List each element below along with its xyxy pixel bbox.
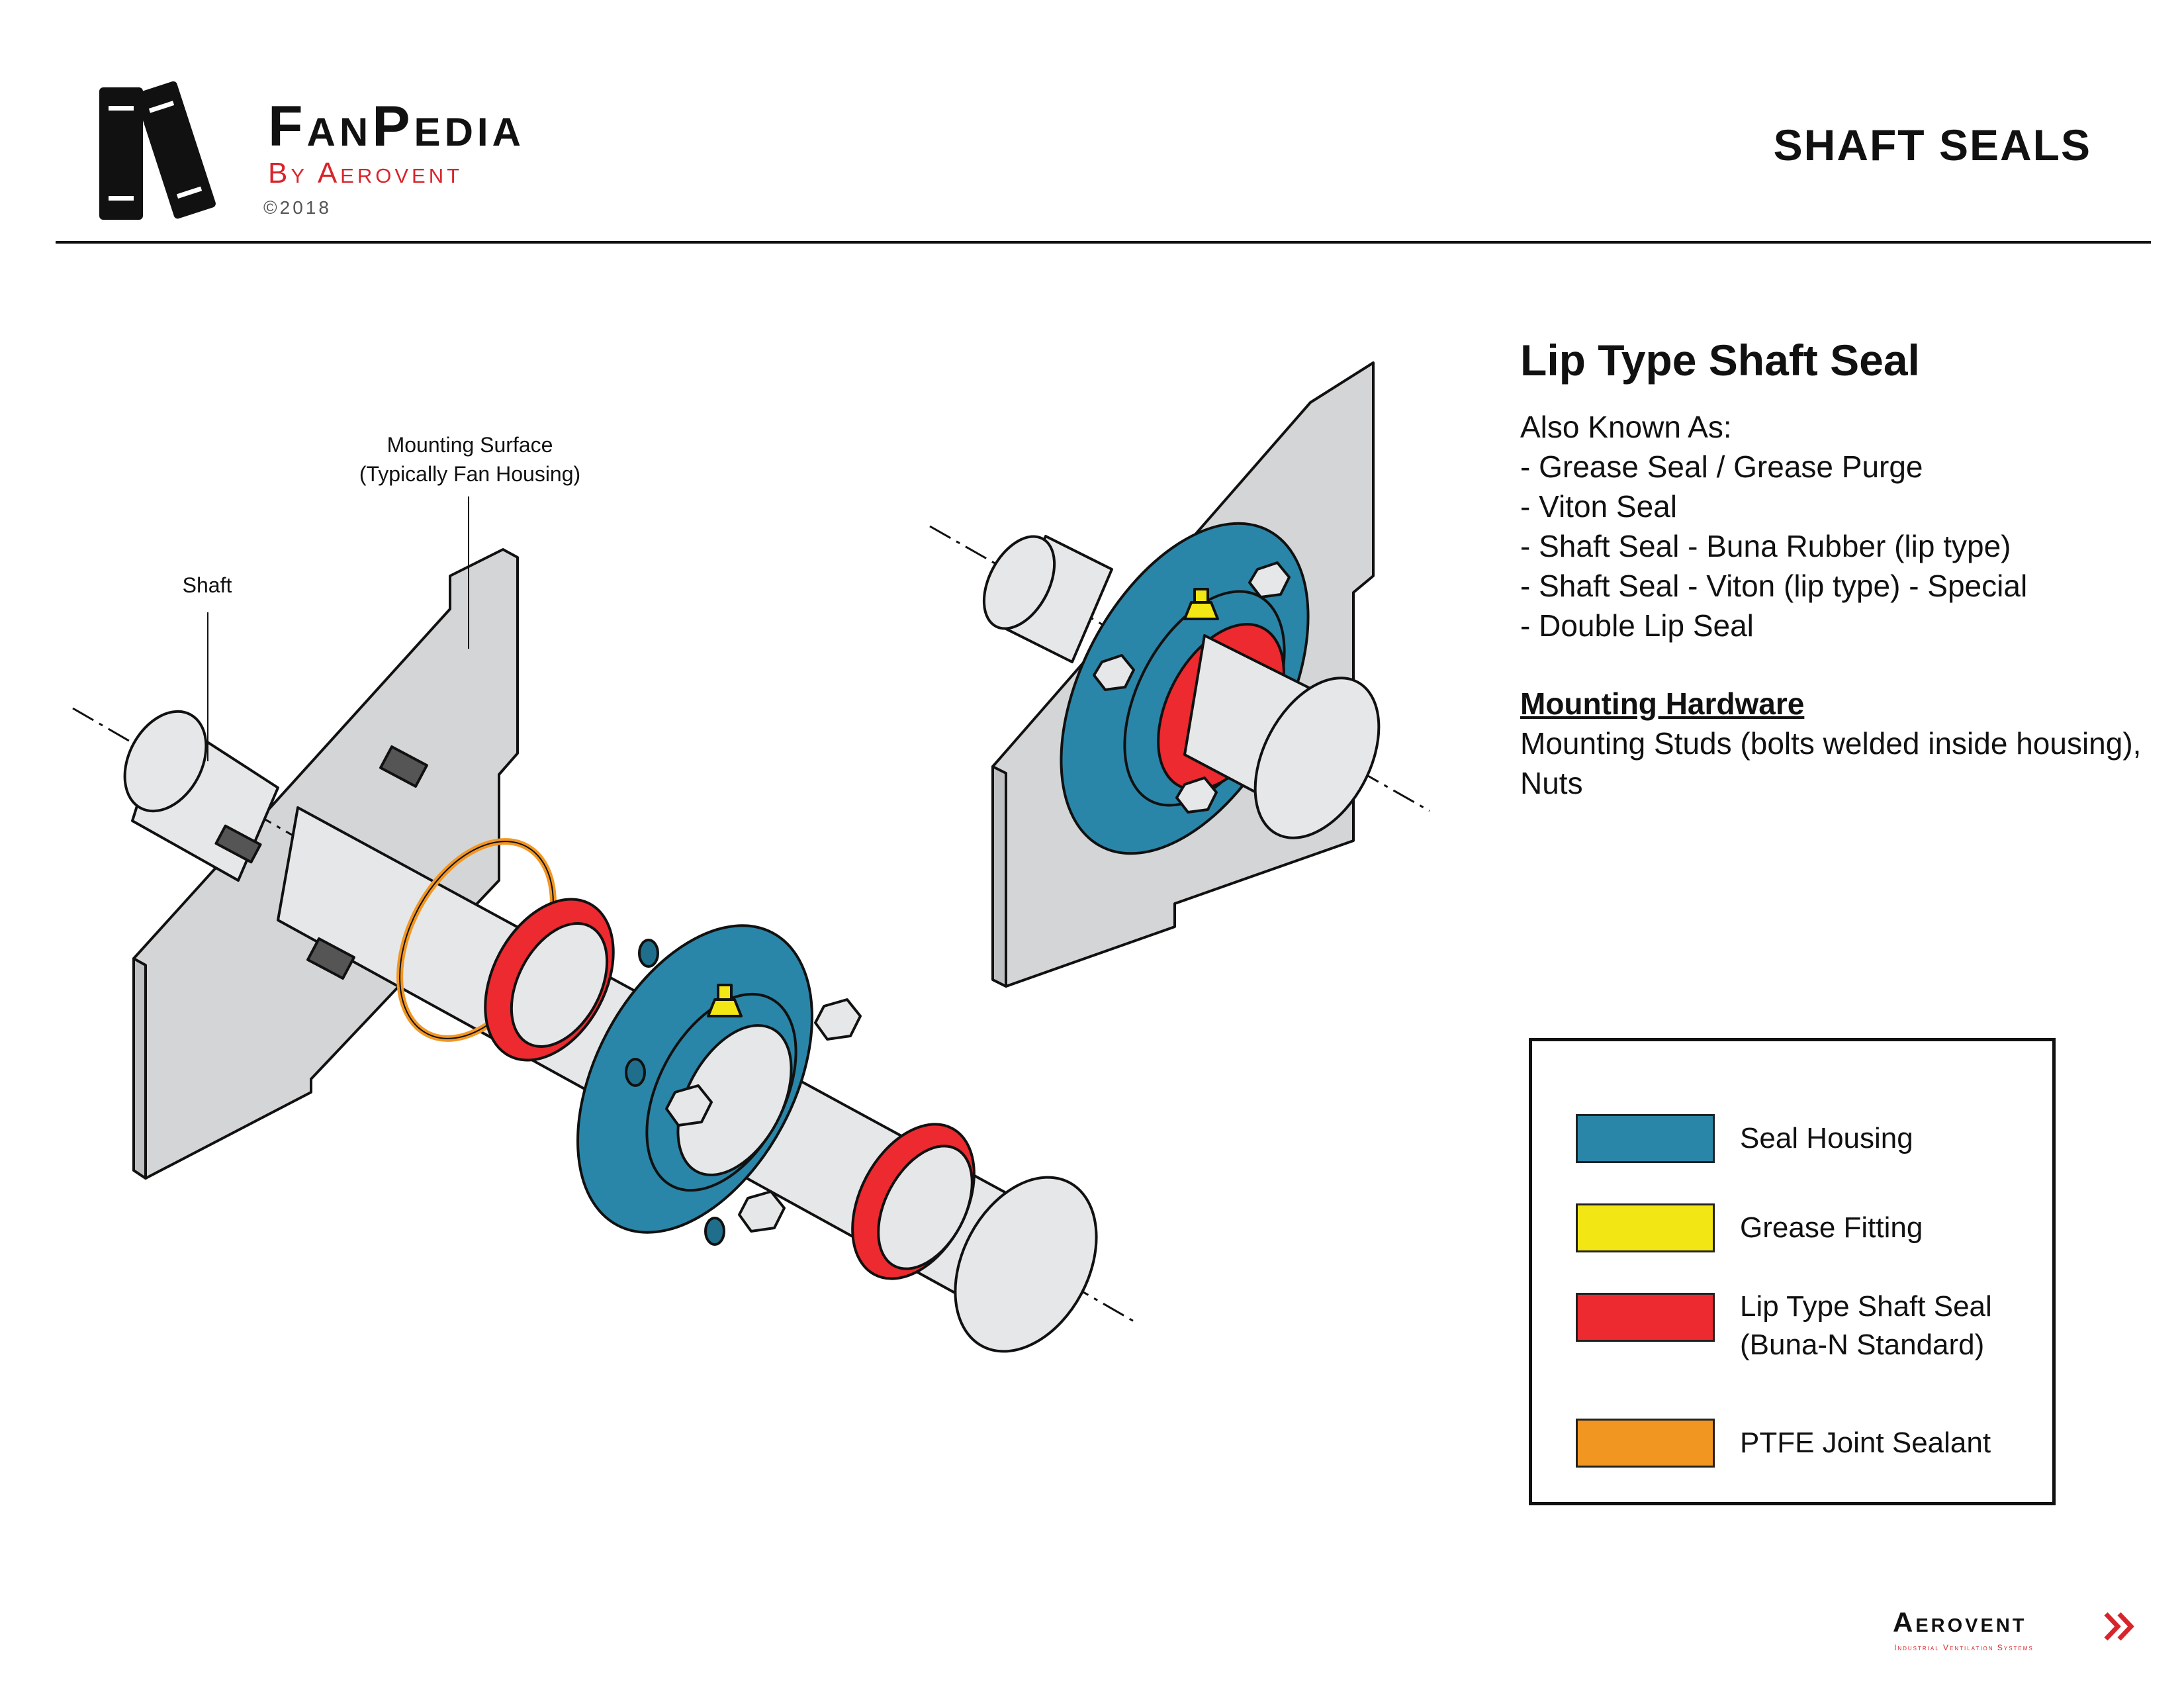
shaft-assembled [1183, 634, 1381, 839]
legend-swatch [1576, 1419, 1715, 1468]
nuts-exploded [665, 998, 862, 1233]
page-title: SHAFT SEALS [1773, 120, 2091, 169]
grease-fitting-assembled [1183, 588, 1219, 620]
legend-label-secondary: (Buna-N Standard) [1740, 1329, 1985, 1361]
fanpedia-books-logo [99, 81, 216, 220]
brand-subtitle: By Aerovent [268, 157, 463, 189]
aka-item: - Shaft Seal - Viton (lip type) - Specia… [1520, 568, 2028, 603]
info-panel: Lip Type Shaft Seal Also Known As: - Gre… [1520, 336, 2182, 803]
legend-swatch [1576, 1293, 1715, 1342]
chevron-right-icon [2104, 1612, 2134, 1641]
shaft-seal-illustration [72, 361, 1430, 1353]
legend-swatch [1576, 1114, 1715, 1163]
exploded-view [72, 548, 1139, 1353]
legend-label: Grease Fitting [1740, 1211, 1923, 1244]
grease-fitting-exploded [707, 984, 743, 1017]
mounting-hardware-heading: Mounting Hardware [1520, 686, 1805, 721]
brand-title: FanPedia [268, 95, 525, 158]
footer-tagline: Industrial Ventilation Systems [1894, 1643, 2034, 1652]
legend-swatch [1576, 1203, 1715, 1252]
mounting-hardware-text: Nuts [1520, 765, 1583, 800]
lip-seal-upper [484, 898, 615, 1062]
footer-brand-name: Aerovent [1893, 1607, 2027, 1638]
legend: Seal Housing Grease Fitting Lip Type Sha… [1529, 1038, 2056, 1505]
mounting-surface-sublabel: (Typically Fan Housing) [359, 462, 581, 486]
legend-label: Seal Housing [1740, 1122, 1913, 1154]
header-divider [56, 241, 2151, 244]
assembled-view [929, 361, 1430, 988]
mounting-hardware-text: Mounting Studs (bolts welded inside hous… [1520, 726, 2142, 761]
copyright: ©2018 [263, 197, 332, 218]
mounting-surface-label: Mounting Surface [387, 433, 553, 457]
legend-label: Lip Type Shaft Seal [1740, 1290, 1992, 1323]
aka-heading: Also Known As: [1520, 409, 1732, 444]
aerovent-footer-logo: Aerovent Industrial Ventilation Systems [1893, 1609, 2138, 1668]
nuts-assembled [1093, 561, 1291, 814]
studs [214, 745, 428, 980]
seal-housing-exploded [576, 924, 813, 1246]
lip-seal-lower [851, 1123, 976, 1280]
info-title: Lip Type Shaft Seal [1520, 336, 1920, 385]
legend-label: PTFE Joint Sealant [1740, 1427, 1991, 1459]
aka-item: - Double Lip Seal [1520, 608, 1754, 643]
aka-item: - Viton Seal [1520, 489, 1677, 524]
shaft-label: Shaft [182, 573, 232, 597]
aka-item: - Grease Seal / Grease Purge [1520, 449, 1923, 484]
aka-item: - Shaft Seal - Buna Rubber (lip type) [1520, 528, 2011, 563]
